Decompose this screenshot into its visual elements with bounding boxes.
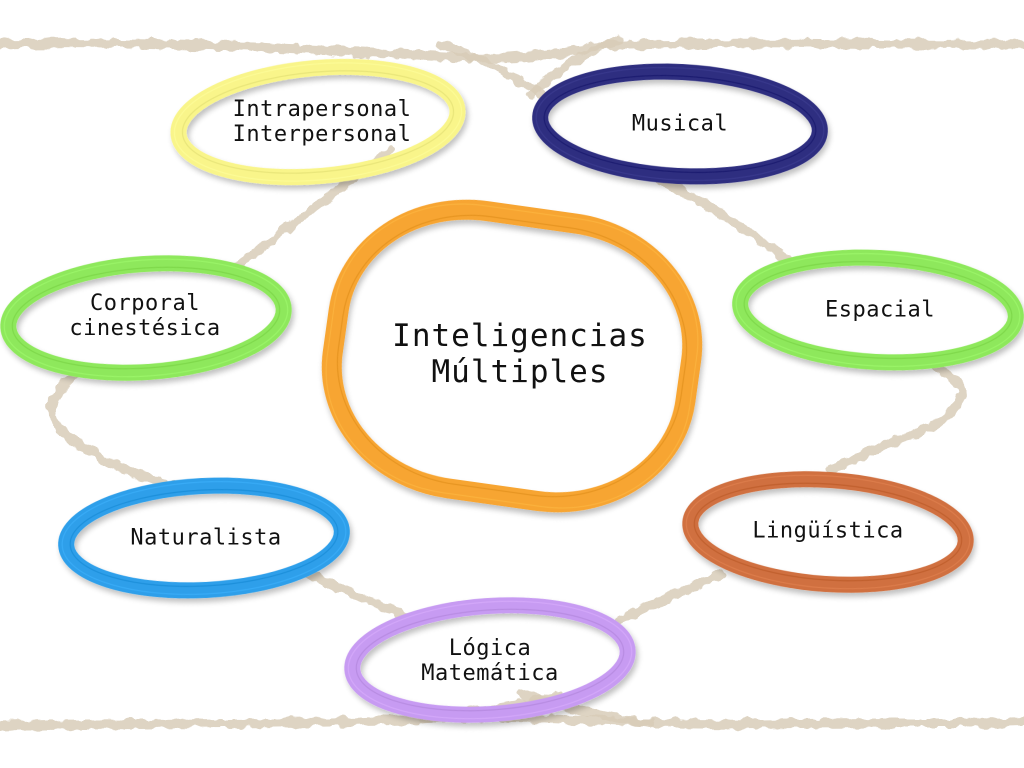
ring-band-naturalista <box>58 477 350 599</box>
ring-ridge-naturalista <box>61 480 347 596</box>
rope-right-side <box>825 363 966 475</box>
ring-band-corporal <box>0 255 292 381</box>
rope-top-cross-right <box>525 35 625 101</box>
rope-linguistica-to-logica <box>615 570 725 625</box>
center-label: Inteligencias Múltiples <box>392 318 648 390</box>
ring-band-logica <box>344 597 636 723</box>
label-naturalista: Naturalista <box>130 526 281 551</box>
label-line: Interpersonal <box>232 122 412 147</box>
label-musical: Musical <box>632 112 728 137</box>
ring-ridge-intrapersonal <box>181 70 455 174</box>
ring-musical <box>532 63 828 185</box>
ring-ridge-corporal <box>11 266 281 370</box>
ring-ridge-naturalista <box>69 488 339 588</box>
ring-ridge-espacial <box>735 252 1021 368</box>
ring-intrapersonal <box>170 58 466 186</box>
label-line: Espacial <box>825 297 935 323</box>
rope-naturalista-to-logica <box>295 565 415 623</box>
ring-ridge-intrapersonal <box>173 62 463 182</box>
ring-ridge-espacial <box>743 260 1013 360</box>
ring-ridge-center <box>336 214 688 498</box>
ring-ridge-musical <box>535 66 825 182</box>
ring-ridge-center <box>325 203 699 509</box>
label-line: Corporal <box>90 291 200 316</box>
label-line: Matemática <box>421 661 559 686</box>
center-label-line: Múltiples <box>431 354 609 390</box>
ring-band-center <box>321 199 703 513</box>
ring-band-linguistica <box>682 471 974 593</box>
label-corporal: Corporal cinestésica <box>69 291 220 341</box>
label-line: Intrapersonal <box>232 97 412 122</box>
rope-top-cross-left <box>435 39 550 101</box>
ring-center <box>321 199 703 513</box>
label-line: Lingüística <box>752 518 904 544</box>
ring-linguistica <box>682 471 974 593</box>
rope-bottom <box>0 712 1024 731</box>
rings <box>0 58 1024 723</box>
ring-ridge-logica <box>355 608 625 712</box>
ring-ridge-linguistica <box>685 474 971 590</box>
ring-naturalista <box>58 477 350 599</box>
ring-band-intrapersonal <box>170 58 466 186</box>
label-line: Naturalista <box>130 525 282 551</box>
label-logica: Lógica Matemática <box>421 636 558 686</box>
rope-top <box>0 38 1024 63</box>
ring-corporal <box>0 255 292 381</box>
label-line: cinestésica <box>69 316 221 341</box>
ring-band-espacial <box>732 249 1024 371</box>
rope-left-side <box>47 365 175 490</box>
ring-ridge-linguistica <box>693 482 963 582</box>
ring-ridge-logica <box>347 600 633 720</box>
label-intrapersonal: Intrapersonal Interpersonal <box>233 97 412 147</box>
rope-connectors <box>0 35 1024 731</box>
label-linguistica: Lingüística <box>752 519 903 544</box>
label-line: Lógica <box>448 636 532 661</box>
ring-ridge-corporal <box>3 258 289 378</box>
label-espacial: Espacial <box>825 298 935 323</box>
ring-espacial <box>732 249 1024 371</box>
ring-ridge-musical <box>543 74 817 174</box>
center-label-line: Inteligencias <box>392 318 648 354</box>
rope-musical-to-espacial <box>655 175 795 267</box>
ring-logica <box>344 597 636 723</box>
label-line: Musical <box>631 111 729 137</box>
ring-band-musical <box>532 63 828 185</box>
